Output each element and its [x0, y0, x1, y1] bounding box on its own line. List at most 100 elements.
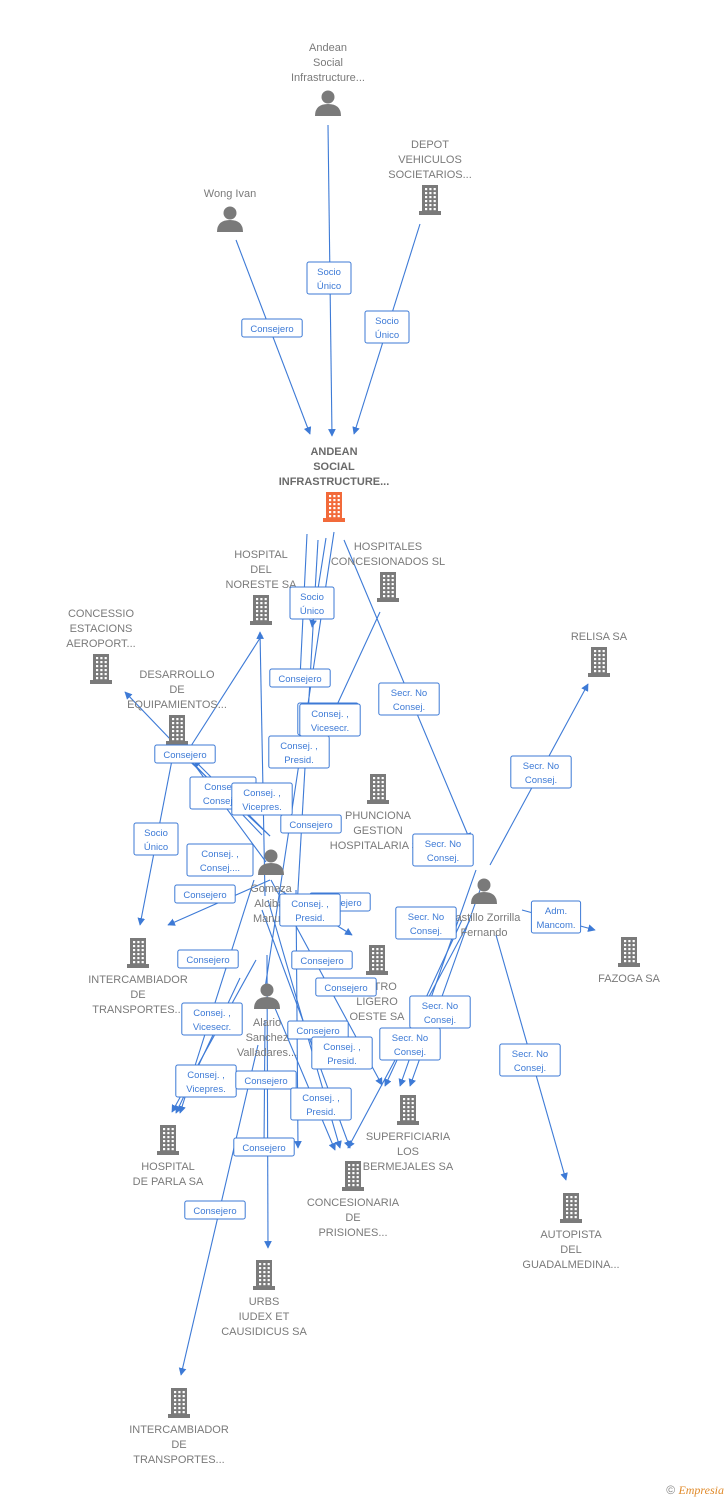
node-label: Andean — [309, 42, 347, 54]
edge-label-text: Consej. , — [311, 709, 349, 720]
building-icon — [618, 937, 640, 967]
node-label: TRANSPORTES... — [92, 1004, 183, 1016]
node-label: SOCIETARIOS... — [388, 169, 472, 181]
person-icon — [254, 983, 280, 1009]
edge-label[interactable]: Consej. ,Vicepres. — [175, 1064, 237, 1098]
edge-label-text: Consejero — [324, 983, 367, 994]
edge-label[interactable]: Consejero — [280, 814, 342, 834]
edge-label-box — [269, 668, 331, 688]
edge-label[interactable]: Consejero — [315, 977, 377, 997]
edge-label[interactable]: Consejero — [241, 318, 303, 338]
edge-label[interactable]: Consejero — [184, 1200, 246, 1220]
edge-label[interactable]: Consej. ,Vicesecr. — [299, 703, 361, 737]
edge-label[interactable]: Consej. ,Presid. — [290, 1087, 352, 1121]
edge-label[interactable]: Consejero — [233, 1137, 295, 1157]
node-label: VEHICULOS — [398, 154, 462, 166]
edge-label-box — [289, 586, 335, 620]
edge-label-box — [306, 261, 352, 295]
edge-label[interactable]: Consej. ,Vicesecr. — [181, 1002, 243, 1036]
node-label: HOSPITALARIA SA — [330, 840, 427, 852]
node-label: DE PARLA SA — [133, 1176, 204, 1188]
edge-label-text: Consej. — [410, 926, 442, 937]
edge-label[interactable]: Consejero — [291, 950, 353, 970]
edge-label[interactable]: Consej. ,Presid. — [279, 893, 341, 927]
relationship-edge — [181, 634, 263, 761]
edge-label-text: Consej. , — [187, 1070, 225, 1081]
node-label: Infrastructure... — [291, 72, 365, 84]
building-icon — [377, 572, 399, 602]
node-wong[interactable]: Wong Ivan — [204, 188, 256, 232]
node-alario[interactable]: AlarioSanchezValladares... — [237, 983, 297, 1060]
edge-label[interactable]: Consej. ,Presid. — [268, 735, 330, 769]
edge-label[interactable]: Adm.Mancom. — [530, 900, 582, 934]
edge-label[interactable]: Consejero — [154, 744, 216, 764]
node-intercamb1[interactable]: INTERCAMBIADORDETRANSPORTES... — [88, 938, 188, 1016]
edge-label-text: Socio — [300, 592, 324, 603]
edge-label[interactable]: Consejero — [235, 1070, 297, 1090]
edge-label-text: Consej. , — [302, 1093, 340, 1104]
edge-label[interactable]: Consej. ,Presid. — [311, 1036, 373, 1070]
edge-label-box — [174, 884, 236, 904]
edge-label[interactable]: Consej. ,Vicepres. — [231, 782, 293, 816]
edge-label[interactable]: Consejero — [177, 949, 239, 969]
node-label: DE — [345, 1212, 360, 1224]
edge-label-text: Secr. No — [392, 1033, 428, 1044]
node-label: FAZOGA SA — [598, 973, 660, 985]
node-autopista[interactable]: AUTOPISTADELGUADALMEDINA... — [522, 1193, 620, 1271]
edge-label-text: Presid. — [327, 1056, 357, 1067]
node-label: RELISA SA — [571, 631, 628, 643]
node-label: DE — [169, 684, 184, 696]
edge-label-text: Consejero — [278, 674, 321, 685]
edge-label[interactable]: Consej. ,Consej.... — [186, 843, 254, 877]
edge-label-box — [379, 1027, 441, 1061]
building-icon — [588, 647, 610, 677]
node-fazoga[interactable]: FAZOGA SA — [598, 937, 661, 985]
node-concesionaria[interactable]: CONCESIONARIADEPRISIONES... — [307, 1161, 400, 1239]
edge-label-box — [311, 1036, 373, 1070]
node-label: ANDEAN — [310, 446, 357, 458]
edge-label[interactable]: Consejero — [269, 668, 331, 688]
person-icon — [315, 90, 341, 116]
node-label: DE — [171, 1439, 186, 1451]
node-andean-main[interactable]: ANDEANSOCIALINFRASTRUCTURE... — [279, 446, 390, 522]
node-label: AUTOPISTA — [540, 1229, 602, 1241]
edge-label-text: Adm. — [545, 906, 567, 917]
edge-label-text: Consej. — [393, 702, 425, 713]
edge-label[interactable]: Consejero — [174, 884, 236, 904]
relationship-edge — [256, 631, 266, 897]
edge-label[interactable]: Consejero — [287, 1020, 349, 1040]
node-label: DEPOT — [411, 139, 449, 151]
node-label: LOS — [397, 1146, 419, 1158]
edge-label-text: Consej. — [427, 853, 459, 864]
node-desarrollo[interactable]: DESARROLLODEEQUIPAMIENTOS... — [127, 669, 227, 745]
node-relisa[interactable]: RELISA SA — [571, 631, 628, 677]
node-label: HOSPITAL — [234, 549, 288, 561]
node-intercamb2[interactable]: INTERCAMBIADORDETRANSPORTES... — [129, 1388, 229, 1466]
edge-label-box — [231, 782, 293, 816]
node-concessio[interactable]: CONCESSIOESTACIONSAEROPORT... — [66, 608, 136, 684]
node-depot[interactable]: DEPOT VEHICULOS SOCIETARIOS... — [388, 139, 472, 215]
node-label: Alario — [253, 1017, 281, 1029]
building-icon — [560, 1193, 582, 1223]
node-andean-top[interactable]: AndeanSocialInfrastructure... — [291, 42, 365, 116]
building-icon — [250, 595, 272, 625]
